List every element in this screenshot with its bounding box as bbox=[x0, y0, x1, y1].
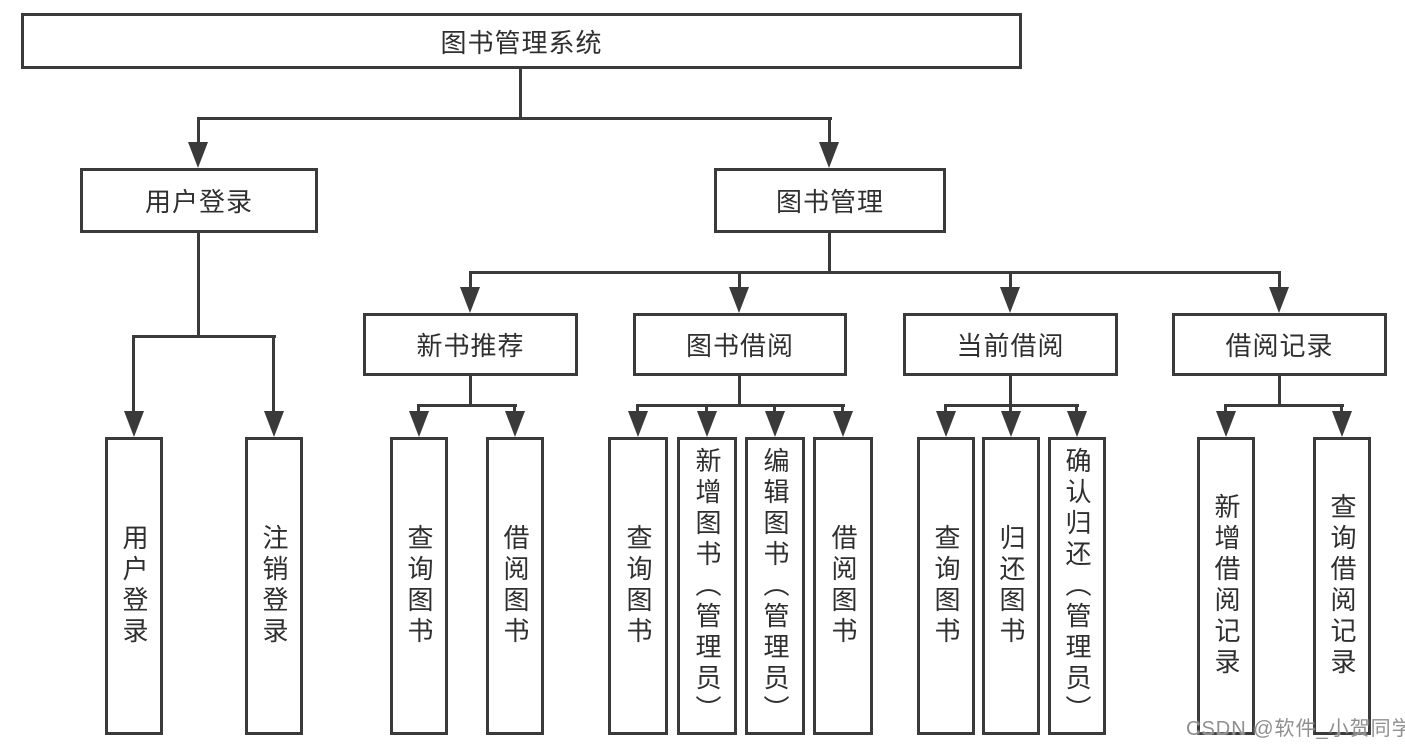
arrowhead-into-return-book bbox=[1001, 411, 1021, 437]
leaf-add-borrow-record: 新增借阅记录 bbox=[1197, 437, 1255, 735]
connector-shaft-current-borrow bbox=[1009, 271, 1012, 291]
connector-borrow-record-trunk bbox=[1278, 376, 1281, 407]
arrowhead-into-new-book-recommend bbox=[460, 287, 480, 313]
connector-root-trunk bbox=[519, 69, 522, 120]
leaf-confirm-return-admin: 确认归还（管理员） bbox=[1048, 437, 1106, 735]
leaf-add-book-admin-label: 新增图书（管理员） bbox=[692, 446, 722, 726]
arrowhead-into-query-borrow-record bbox=[1332, 411, 1352, 437]
arrowhead-into-user-login bbox=[188, 142, 208, 168]
leaf-user-login: 用户登录 bbox=[105, 437, 163, 735]
leaf-user-login-label: 用户登录 bbox=[119, 524, 149, 648]
csdn-watermark: CSDN @软件_小贺同学 bbox=[1186, 718, 1405, 740]
arrowhead-into-recommend-borrow-book bbox=[505, 411, 525, 437]
connector-shaft-user-login bbox=[197, 117, 200, 149]
leaf-borrow-query-book-label: 查询图书 bbox=[623, 524, 653, 648]
arrowhead-into-borrow-borrow-book bbox=[833, 411, 853, 437]
connector-new-book-recommend-trunk bbox=[469, 376, 472, 407]
arrowhead-into-current-borrow bbox=[1000, 287, 1020, 313]
arrowhead-into-edit-book-admin bbox=[765, 411, 785, 437]
arrowhead-into-current-query-book bbox=[936, 411, 956, 437]
arrowhead-into-recommend-query-book bbox=[409, 411, 429, 437]
leaf-edit-book-admin-label: 编辑图书（管理员） bbox=[760, 446, 790, 726]
arrowhead-into-add-borrow-record bbox=[1216, 411, 1236, 437]
leaf-recommend-borrow-book-label: 借阅图书 bbox=[500, 524, 530, 648]
leaf-edit-book-admin: 编辑图书（管理员） bbox=[745, 437, 805, 735]
connector-shaft-new-book-recommend bbox=[469, 271, 472, 291]
connector-book-borrow-crossbar bbox=[636, 404, 845, 407]
connector-borrow-record-crossbar bbox=[1224, 404, 1344, 407]
node-user-login-label: 用户登录 bbox=[144, 187, 253, 217]
leaf-logout: 注销登录 bbox=[245, 437, 303, 735]
connector-shaft-book-borrow bbox=[738, 271, 741, 291]
arrowhead-into-user-login-leaf bbox=[124, 411, 144, 437]
connector-book-borrow-trunk bbox=[738, 376, 741, 407]
connector-user-login-crossbar bbox=[132, 335, 276, 338]
leaf-borrow-borrow-book: 借阅图书 bbox=[813, 437, 873, 735]
node-book-management: 图书管理 bbox=[714, 168, 946, 233]
connector-shaft-user-login-leaf bbox=[132, 335, 135, 415]
leaf-recommend-query-book-label: 查询图书 bbox=[404, 524, 434, 648]
leaf-query-borrow-record: 查询借阅记录 bbox=[1313, 437, 1371, 735]
leaf-add-borrow-record-label: 新增借阅记录 bbox=[1211, 493, 1241, 679]
node-current-borrow-label: 当前借阅 bbox=[956, 331, 1065, 361]
leaf-logout-label: 注销登录 bbox=[259, 524, 289, 648]
arrowhead-into-add-book-admin bbox=[697, 411, 717, 437]
leaf-current-query-book-label: 查询图书 bbox=[931, 524, 961, 648]
leaf-current-query-book: 查询图书 bbox=[917, 437, 975, 735]
node-current-borrow: 当前借阅 bbox=[903, 313, 1118, 376]
node-book-management-label: 图书管理 bbox=[775, 187, 884, 217]
node-root-label: 图书管理系统 bbox=[440, 27, 603, 58]
leaf-borrow-borrow-book-label: 借阅图书 bbox=[828, 524, 858, 648]
node-user-login: 用户登录 bbox=[80, 168, 318, 233]
arrowhead-into-logout bbox=[264, 411, 284, 437]
connector-root-crossbar bbox=[197, 117, 832, 120]
node-book-borrow-label: 图书借阅 bbox=[685, 331, 794, 361]
arrowhead-into-borrow-record bbox=[1269, 287, 1289, 313]
connector-new-book-recommend-crossbar bbox=[417, 404, 517, 407]
leaf-add-book-admin: 新增图书（管理员） bbox=[677, 437, 737, 735]
node-new-book-recommend: 新书推荐 bbox=[363, 313, 578, 376]
connector-shaft-borrow-record bbox=[1278, 271, 1281, 291]
arrowhead-into-borrow-query-book bbox=[628, 411, 648, 437]
leaf-borrow-query-book: 查询图书 bbox=[608, 437, 668, 735]
leaf-recommend-borrow-book: 借阅图书 bbox=[486, 437, 544, 735]
connector-current-borrow-trunk bbox=[1009, 376, 1012, 407]
leaf-return-book-label: 归还图书 bbox=[996, 524, 1026, 648]
leaf-return-book: 归还图书 bbox=[982, 437, 1040, 735]
connector-shaft-logout bbox=[272, 335, 275, 415]
leaf-confirm-return-admin-label: 确认归还（管理员） bbox=[1062, 446, 1092, 726]
arrowhead-into-book-management bbox=[819, 142, 839, 168]
arrowhead-into-confirm-return-admin bbox=[1067, 411, 1087, 437]
node-borrow-record: 借阅记录 bbox=[1172, 313, 1387, 376]
arrowhead-into-book-borrow bbox=[729, 287, 749, 313]
connector-user-login-trunk bbox=[197, 233, 200, 338]
node-book-borrow: 图书借阅 bbox=[633, 313, 847, 376]
leaf-query-borrow-record-label: 查询借阅记录 bbox=[1327, 493, 1357, 679]
connector-level3-crossbar bbox=[469, 271, 1281, 274]
node-root-library-system: 图书管理系统 bbox=[21, 13, 1022, 69]
connector-shaft-book-management bbox=[828, 117, 831, 149]
leaf-recommend-query-book: 查询图书 bbox=[390, 437, 448, 735]
connector-book-management-trunk bbox=[828, 233, 831, 274]
node-borrow-record-label: 借阅记录 bbox=[1225, 331, 1334, 361]
node-new-book-recommend-label: 新书推荐 bbox=[416, 331, 525, 361]
